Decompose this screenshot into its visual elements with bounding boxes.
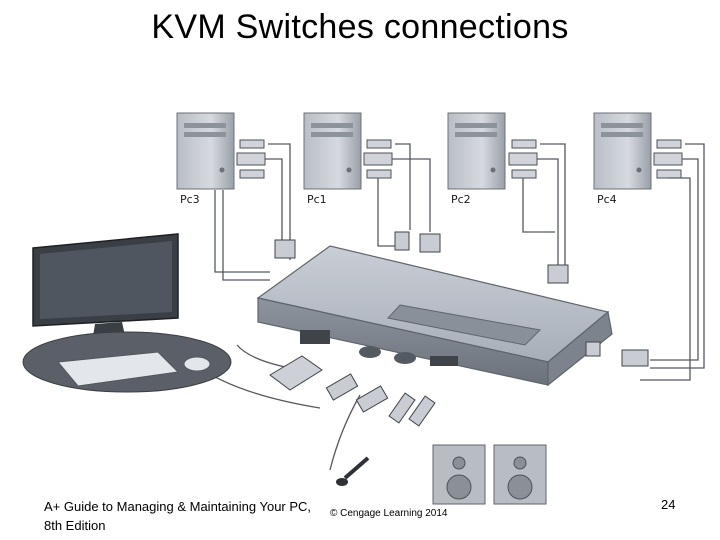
cable-adapters (269, 355, 436, 427)
kvm-switch (256, 245, 613, 387)
monitor (32, 233, 179, 342)
copyright-footer: © Cengage Learning 2014 (330, 508, 448, 519)
speaker-left (432, 444, 486, 505)
pc1-label: Pc1 (307, 193, 327, 206)
pc-tower-pc2: Pc2 (447, 112, 506, 206)
pc-tower-pc4: Pc4 (593, 112, 652, 206)
pc2-label: Pc2 (451, 193, 471, 206)
microphone (336, 456, 370, 486)
slide-title: KVM Switches connections (151, 8, 569, 46)
pc3-label: Pc3 (180, 193, 200, 206)
pc-tower-pc1: Pc1 (303, 112, 362, 206)
pc-tower-pc3: Pc3 (176, 112, 235, 206)
book-title-footer: A+ Guide to Managing & Maintaining Your … (44, 499, 312, 533)
pc4-label: Pc4 (597, 193, 617, 206)
desk-peripherals (22, 331, 232, 393)
page-number: 24 (661, 497, 676, 512)
pc-connectors (236, 139, 683, 179)
kvm-plugs (274, 231, 649, 367)
speaker-right (493, 444, 547, 505)
